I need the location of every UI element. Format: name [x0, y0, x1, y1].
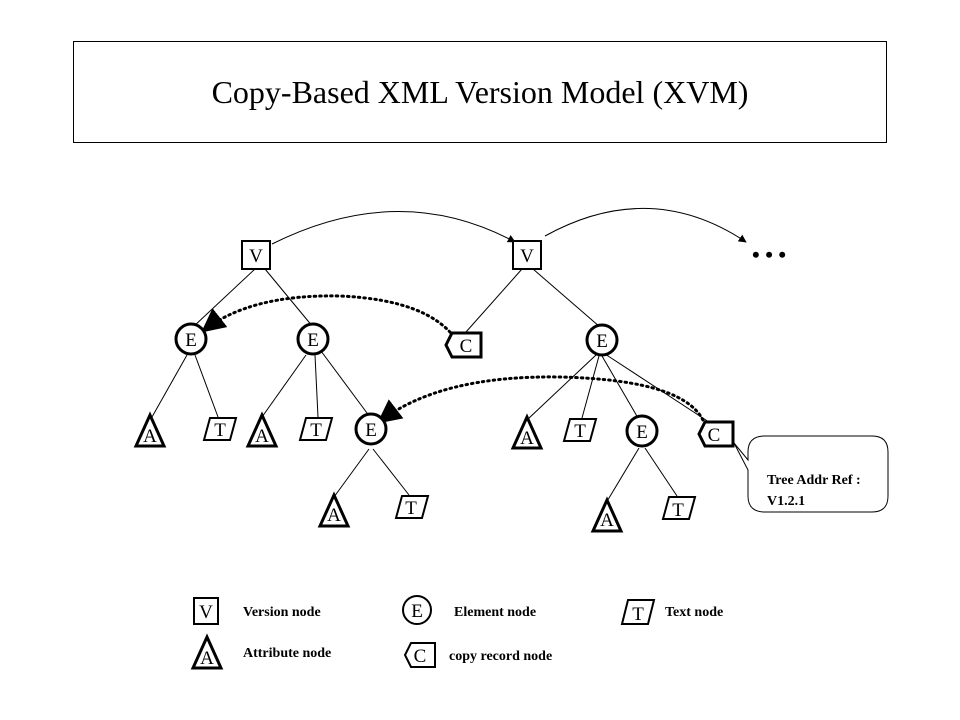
- element-node: E: [296, 322, 330, 356]
- legend-attribute-label: Attribute node: [243, 646, 331, 661]
- svg-text:A: A: [600, 510, 614, 531]
- legend-text-symbol: T: [620, 599, 656, 625]
- text-node: T: [202, 417, 238, 441]
- svg-text:E: E: [307, 330, 319, 351]
- legend-copy-label: copy record node: [449, 649, 552, 664]
- svg-text:V: V: [249, 246, 263, 267]
- attribute-node: A: [133, 411, 167, 448]
- ellipsis: • • •: [752, 242, 786, 267]
- edge: [261, 354, 307, 418]
- legend-element-symbol: E: [402, 595, 432, 625]
- svg-text:T: T: [632, 604, 644, 625]
- edge: [644, 447, 678, 497]
- svg-text:T: T: [214, 420, 226, 441]
- edge: [605, 447, 640, 504]
- text-node: T: [298, 417, 334, 441]
- edge: [601, 355, 639, 419]
- legend-copy-symbol: C: [403, 642, 436, 668]
- svg-text:A: A: [200, 648, 214, 669]
- callout-line-2: V1.2.1: [767, 494, 805, 509]
- svg-text:A: A: [255, 426, 269, 447]
- copy-ref-arrow-1: [201, 294, 459, 343]
- attribute-node: A: [245, 411, 279, 448]
- element-node: E: [174, 322, 208, 356]
- svg-text:V: V: [199, 602, 213, 623]
- element-node: E: [625, 414, 659, 448]
- edge: [527, 354, 597, 420]
- edge: [333, 448, 370, 498]
- element-node: E: [354, 412, 388, 446]
- legend-attribute-symbol: A: [190, 633, 224, 670]
- callout-bubble: [733, 435, 889, 513]
- legend-version-label: Version node: [243, 605, 321, 620]
- attribute-node: A: [317, 491, 351, 528]
- edge: [465, 268, 523, 333]
- edge: [320, 350, 368, 414]
- version-arrow-1: [271, 211, 516, 245]
- edge: [151, 354, 188, 418]
- legend-text-label: Text node: [665, 605, 723, 620]
- svg-text:E: E: [636, 422, 648, 443]
- legend-element-label: Element node: [454, 605, 536, 620]
- version-node-1: V: [241, 240, 271, 270]
- copy-ref-arrow-2: [377, 375, 707, 427]
- version-node-2: V: [512, 240, 542, 270]
- attribute-node: A: [510, 413, 544, 450]
- text-node: T: [562, 418, 598, 442]
- svg-text:T: T: [672, 500, 684, 521]
- legend-version-symbol: V: [193, 597, 219, 625]
- text-node: T: [661, 496, 697, 521]
- svg-text:T: T: [310, 420, 322, 441]
- svg-text:A: A: [520, 428, 534, 449]
- page-title: Copy-Based XML Version Model (XVM): [211, 73, 749, 110]
- legend: V Version node E Element node T Text nod…: [190, 595, 723, 670]
- svg-text:E: E: [365, 420, 377, 441]
- tree-2-edges: [465, 268, 713, 504]
- edge: [581, 355, 600, 419]
- attribute-node: A: [590, 496, 624, 533]
- svg-text:T: T: [574, 421, 586, 442]
- edge: [372, 448, 410, 496]
- svg-text:A: A: [327, 505, 341, 526]
- copy-record-node: C: [697, 420, 735, 448]
- svg-text:C: C: [460, 336, 473, 357]
- text-node: T: [394, 495, 430, 519]
- element-node: E: [585, 323, 619, 357]
- edge: [532, 268, 601, 328]
- callout-line-1: Tree Addr Ref :: [767, 473, 861, 488]
- version-arrow-2: [544, 207, 747, 243]
- tree-1-edges: [151, 268, 410, 498]
- copy-record-node: C: [444, 331, 483, 359]
- edge: [314, 354, 319, 418]
- svg-text:C: C: [708, 425, 721, 446]
- edge: [194, 354, 219, 418]
- svg-text:C: C: [414, 646, 427, 667]
- svg-text:E: E: [411, 601, 423, 622]
- svg-text:E: E: [185, 330, 197, 351]
- svg-text:T: T: [405, 498, 417, 519]
- svg-text:A: A: [143, 426, 157, 447]
- svg-text:V: V: [520, 246, 534, 267]
- title-box: Copy-Based XML Version Model (XVM): [73, 41, 887, 143]
- svg-text:E: E: [596, 331, 608, 352]
